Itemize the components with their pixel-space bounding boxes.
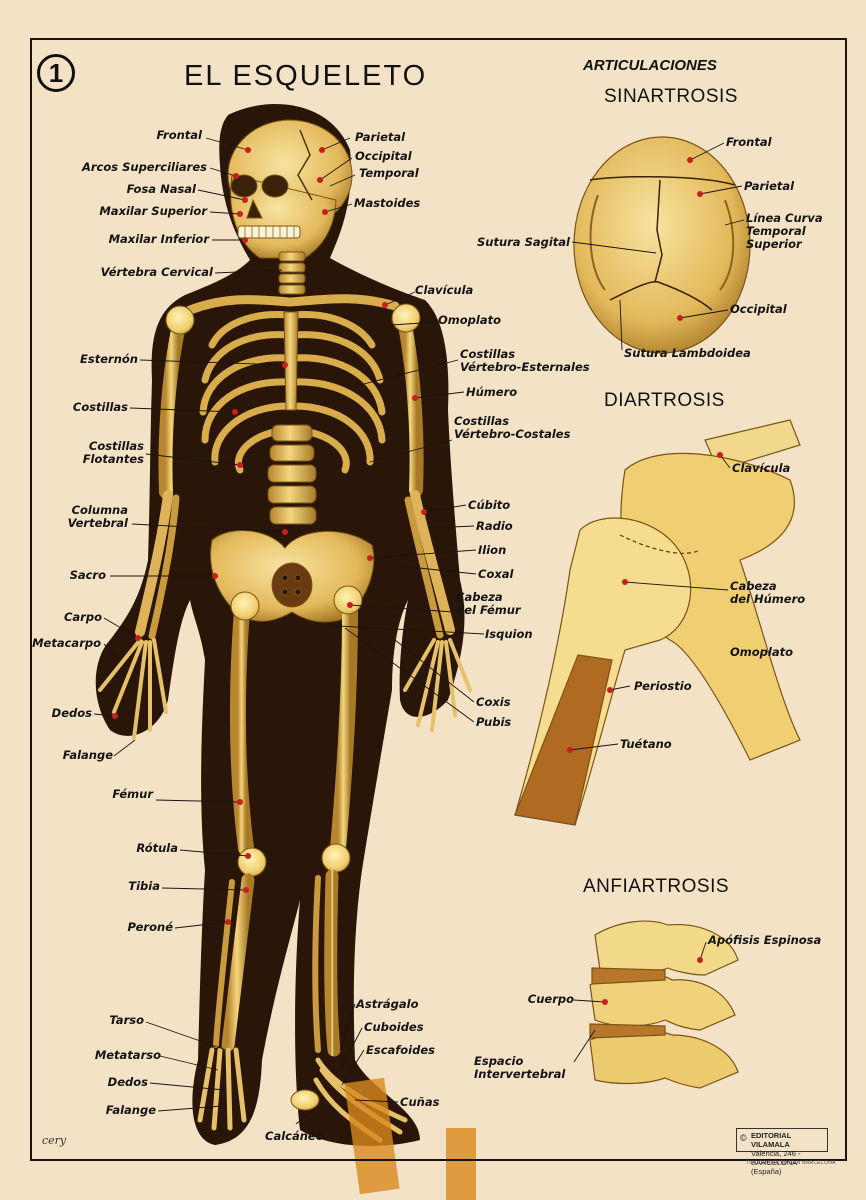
label-cabeza-del-humero: Cabeza del Húmero (730, 579, 806, 606)
articulaciones-heading: ARTICULACIONES (583, 57, 717, 74)
label-coxis: Coxis (476, 695, 511, 709)
label-sinartrosis-frontal: Frontal (726, 135, 772, 149)
label-cubito: Cúbito (468, 498, 511, 512)
label-omoplato: Omoplato (438, 313, 501, 327)
label-mastoides: Mastoides (354, 196, 421, 210)
label-parietal: Parietal (355, 130, 406, 144)
label-falange-mano: Falange (62, 748, 113, 762)
label-femur: Fémur (112, 787, 153, 801)
clavicles (185, 294, 400, 315)
sternum (283, 311, 299, 411)
label-vertebra-cervical: Vértebra Cervical (100, 265, 213, 279)
diartrosis-title: DIARTROSIS (604, 390, 725, 411)
label-dedos-mano: Dedos (51, 706, 92, 720)
point-markers (112, 147, 723, 1005)
label-cabeza-del-femur: Cabeza del Fémur (456, 590, 521, 617)
label-diartrosis-clavicula: Clavícula (732, 461, 791, 475)
label-occipital: Occipital (355, 149, 412, 163)
humerus-right (398, 318, 424, 497)
label-rotula: Rótula (136, 841, 178, 855)
label-tarso: Tarso (109, 1013, 144, 1027)
label-cunas: Cuñas (400, 1095, 440, 1109)
label-cuboides: Cuboides (364, 1020, 424, 1034)
label-esternon: Esternón (80, 352, 138, 366)
label-humero: Húmero (466, 385, 518, 399)
label-maxilar-superior: Maxilar Superior (99, 204, 207, 218)
vertebrae-anfiartrosis-illustration (589, 920, 739, 1089)
plate-number: 1 (37, 54, 75, 92)
forearm-left (135, 490, 173, 637)
label-coxal: Coxal (478, 567, 514, 581)
hand-right (403, 638, 472, 732)
label-temporal: Temporal (359, 166, 419, 180)
label-ilion: Ilion (478, 543, 507, 557)
poster-frame (30, 38, 847, 1161)
anfiartrosis-title: ANFIARTROSIS (583, 876, 730, 897)
printer-credit: TIPOGRAFIA MAGEN BARCELONA (746, 1160, 836, 1166)
label-radio: Radio (476, 519, 513, 533)
label-espacio-intervertebral: Espacio Intervertebral (474, 1054, 566, 1081)
copyright-symbol: © (740, 1133, 747, 1143)
label-carpo: Carpo (63, 610, 102, 624)
label-maxilar-inferior: Maxilar Inferior (108, 232, 209, 246)
tibia-left (221, 873, 255, 1052)
label-costillas-flotantes: Costillas Flotantes (82, 439, 144, 466)
cervical-vertebrae (278, 251, 306, 295)
label-dedos-pie: Dedos (107, 1075, 148, 1089)
leader-lines (93, 137, 745, 1125)
femur-left (229, 602, 254, 856)
lumbar-vertebrae (267, 424, 317, 525)
label-costillas-vertebro-esternales: Costillas Vértebro-Esternales (460, 347, 590, 374)
teeth (237, 225, 301, 239)
nasal-cavity (246, 198, 263, 219)
hand-left (98, 638, 168, 740)
label-cuerpo: Cuerpo (527, 992, 574, 1006)
label-metacarpo: Metacarpo (32, 636, 101, 650)
label-arcos-superciliares: Arcos Superciliares (81, 160, 207, 174)
label-sutura-sagital: Sutura Sagital (476, 235, 570, 249)
publisher-box: © EDITORIAL VILAMALA Valencia, 246 - BAR… (736, 1128, 828, 1176)
skull-sinartrosis-illustration (573, 136, 751, 354)
label-diartrosis-omoplato: Omoplato (730, 645, 793, 659)
label-escafoides: Escafoides (366, 1043, 435, 1057)
poster-title: EL ESQUELETO (184, 60, 428, 92)
label-costillas: Costillas (72, 400, 128, 414)
femur-right (330, 602, 358, 856)
publisher-address: Valencia, 246 - BARCELONA (España) (751, 1149, 801, 1176)
artist-signature: cery (42, 1134, 67, 1147)
label-metatarso: Metatarso (94, 1048, 161, 1062)
publisher-name: EDITORIAL VILAMALA (751, 1131, 792, 1149)
label-sacro: Sacro (69, 568, 106, 582)
label-tibia: Tibia (128, 879, 160, 893)
humerus-left (158, 323, 185, 499)
label-perone: Peroné (127, 920, 173, 934)
eye-socket-left (230, 174, 258, 198)
label-tuetano: Tuétano (620, 737, 672, 751)
label-sinartrosis-occipital: Occipital (730, 302, 787, 316)
shoulder-diartrosis-illustration (514, 419, 801, 826)
label-sutura-lambdoidea: Sutura Lambdoidea (624, 346, 751, 360)
tibia-right (324, 869, 341, 1057)
label-astragalo: Astrágalo (356, 997, 419, 1011)
sinartrosis-title: SINARTROSIS (604, 86, 738, 107)
eye-socket-right (261, 174, 289, 198)
label-costillas-vertebro-costales: Costillas Vértebro-Costales (454, 414, 571, 441)
label-calcaneo: Calcáneo (265, 1129, 324, 1143)
label-falange-pie: Falange (105, 1103, 156, 1117)
label-pubis: Pubis (476, 715, 512, 729)
label-isquion: Isquion (485, 627, 533, 641)
label-linea-curva-temporal: Línea Curva Temporal Superior (746, 211, 823, 251)
label-fosa-nasal: Fosa Nasal (126, 182, 196, 196)
tape-marks (344, 1077, 476, 1200)
forearm-right (410, 490, 455, 635)
label-apofisis-espinosa: Apófisis Espinosa (708, 933, 822, 947)
label-columna-vertebral: Columna Vertebral (67, 503, 128, 530)
label-clavicula: Clavícula (415, 283, 474, 297)
label-frontal: Frontal (156, 128, 202, 142)
label-periostio: Periostio (634, 679, 692, 693)
label-sinartrosis-parietal: Parietal (744, 179, 795, 193)
